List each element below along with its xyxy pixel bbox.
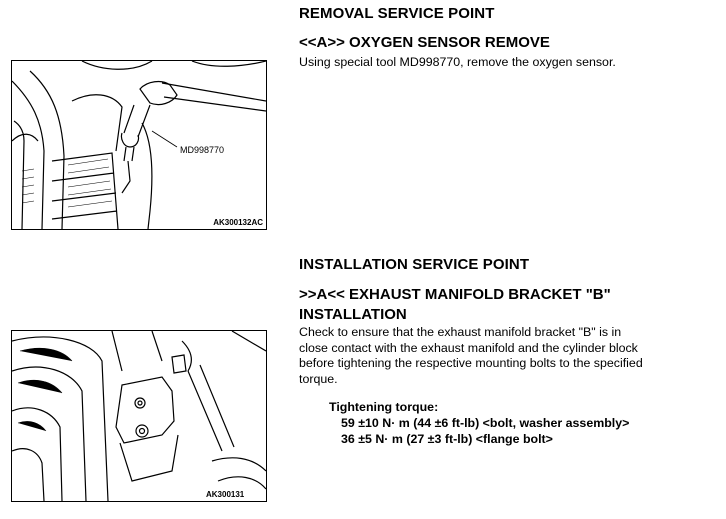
figure-code: AK300131 xyxy=(206,490,245,499)
instruction-line: torque. xyxy=(299,371,338,386)
torque-value-bolt: 59 ±10 N· m (44 ±6 ft-lb) <bolt, washer … xyxy=(341,416,630,430)
figure-code: AK300132AC xyxy=(213,218,263,227)
installation-subheading-line1: >>A<< EXHAUST MANIFOLD BRACKET "B" xyxy=(299,286,611,303)
removal-subheading: <<A>> OXYGEN SENSOR REMOVE xyxy=(299,34,550,51)
torque-label: Tightening torque: xyxy=(329,400,439,414)
installation-heading: INSTALLATION SERVICE POINT xyxy=(299,256,530,273)
oxygen-sensor-illustration xyxy=(12,61,266,229)
instruction-line: before tightening the respective mountin… xyxy=(299,356,643,370)
installation-subheading-line2: INSTALLATION xyxy=(299,306,407,323)
removal-instruction: Using special tool MD998770, remove the … xyxy=(299,55,616,69)
exhaust-bracket-illustration xyxy=(12,331,266,501)
instruction-line: Check to ensure that the exhaust manifol… xyxy=(299,325,622,339)
exhaust-bracket-figure: AK300131 xyxy=(11,330,267,502)
installation-instruction: Check to ensure that the exhaust manifol… xyxy=(299,325,709,387)
oxygen-sensor-removal-figure: MD998770 AK300132AC xyxy=(11,60,267,230)
removal-heading: REMOVAL SERVICE POINT xyxy=(299,5,495,22)
tool-callout-label: MD998770 xyxy=(180,145,225,155)
torque-value-flange: 36 ±5 N· m (27 ±3 ft-lb) <flange bolt> xyxy=(341,432,553,446)
instruction-line: close contact with the exhaust manifold … xyxy=(299,340,638,355)
